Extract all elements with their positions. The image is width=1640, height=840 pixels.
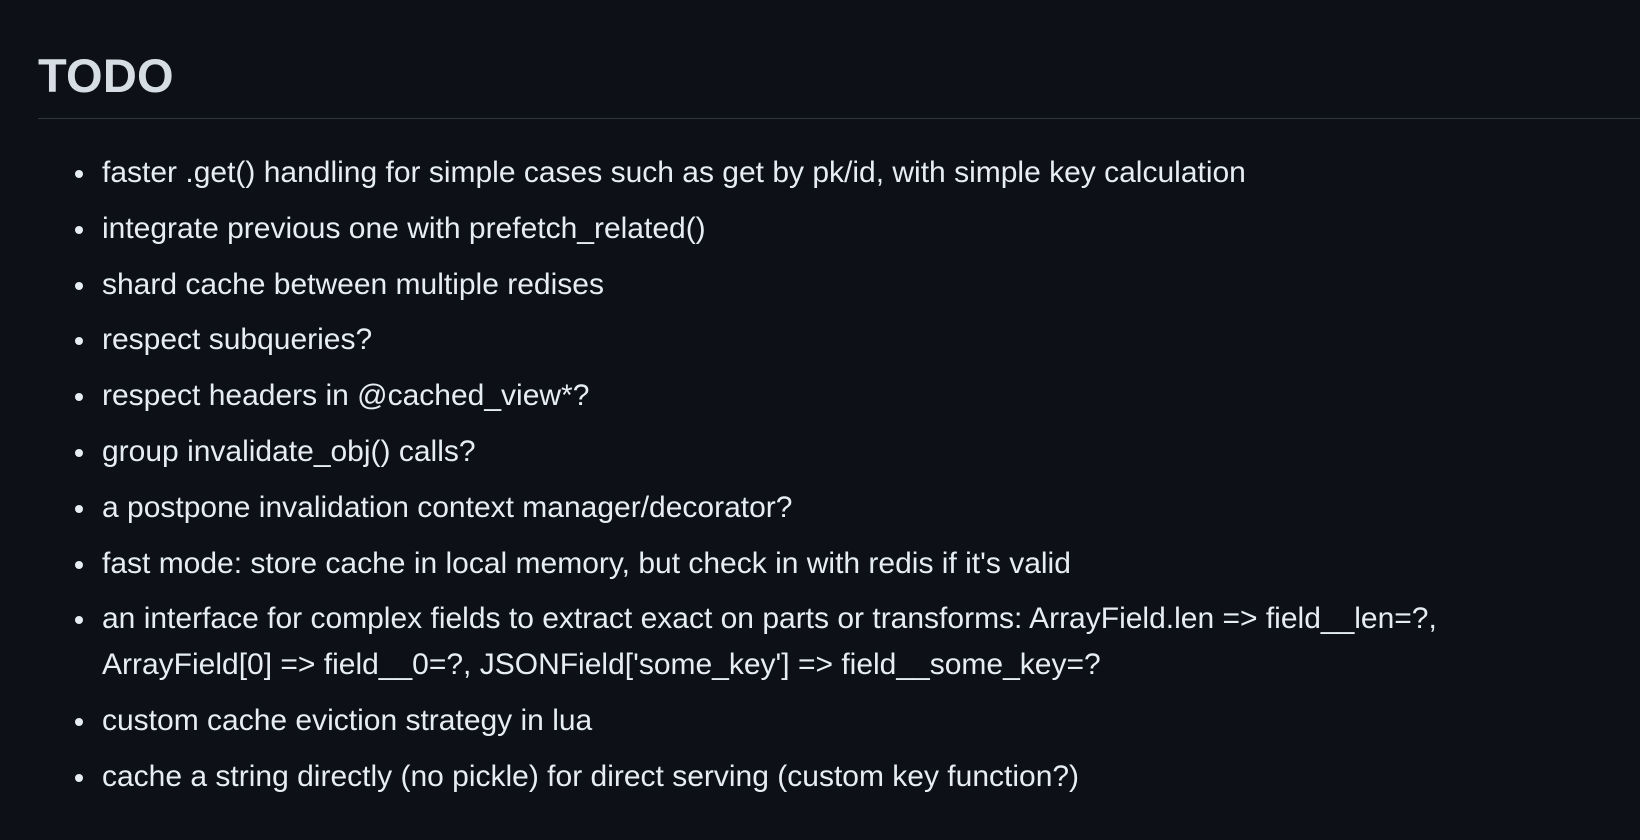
- bullet-icon: [75, 225, 83, 234]
- bullet-icon: [75, 281, 83, 290]
- todo-item-text: ArrayField[0] => field__0=?, JSONField['…: [102, 648, 1101, 682]
- todo-list-item: integrate previous one with prefetch_rel…: [38, 206, 1598, 252]
- bullet-icon: [75, 560, 83, 569]
- todo-list-item: shard cache between multiple redises: [38, 262, 1598, 308]
- bullet-icon: [75, 773, 83, 782]
- bullet-icon: [75, 337, 83, 346]
- todo-item-text: an interface for complex fields to extra…: [102, 602, 1437, 636]
- todo-item-text: group invalidate_obj() calls?: [102, 434, 476, 468]
- todo-item-text: fast mode: store cache in local memory, …: [102, 546, 1071, 580]
- todo-heading: TODO: [38, 0, 1640, 119]
- todo-list-item: cache a string directly (no pickle) for …: [38, 754, 1598, 800]
- todo-list-item: respect headers in @cached_view*?: [38, 373, 1598, 419]
- todo-item-text: custom cache eviction strategy in lua: [102, 704, 593, 738]
- todo-item-text: faster .get() handling for simple cases …: [102, 156, 1246, 189]
- bullet-icon: [75, 393, 83, 402]
- todo-item-text: respect headers in @cached_view*?: [102, 379, 590, 413]
- todo-list-item: group invalidate_obj() calls?: [38, 429, 1598, 475]
- todo-list-item: a postpone invalidation context manager/…: [38, 485, 1598, 531]
- todo-item-text: a postpone invalidation context manager/…: [102, 490, 793, 524]
- bullet-icon: [75, 718, 83, 727]
- todo-item-text: respect subqueries?: [102, 323, 373, 357]
- todo-list: faster .get() handling for simple cases …: [38, 150, 1598, 810]
- todo-list-item: an interface for complex fields to extra…: [38, 596, 1598, 688]
- todo-item-text: integrate previous one with prefetch_rel…: [102, 211, 706, 245]
- todo-list-item: custom cache eviction strategy in lua: [38, 698, 1598, 744]
- bullet-icon: [75, 448, 83, 457]
- todo-list-item: faster .get() handling for simple cases …: [38, 150, 1598, 196]
- bullet-icon: [75, 170, 83, 178]
- todo-list-item: respect subqueries?: [38, 317, 1598, 363]
- bullet-icon: [75, 504, 83, 513]
- todo-item-text: cache a string directly (no pickle) for …: [102, 759, 1080, 793]
- todo-list-item: fast mode: store cache in local memory, …: [38, 541, 1598, 587]
- todo-item-text: shard cache between multiple redises: [102, 267, 604, 301]
- bullet-icon: [75, 616, 83, 625]
- readme-content: TODO faster .get() handling for simple c…: [38, 0, 1640, 793]
